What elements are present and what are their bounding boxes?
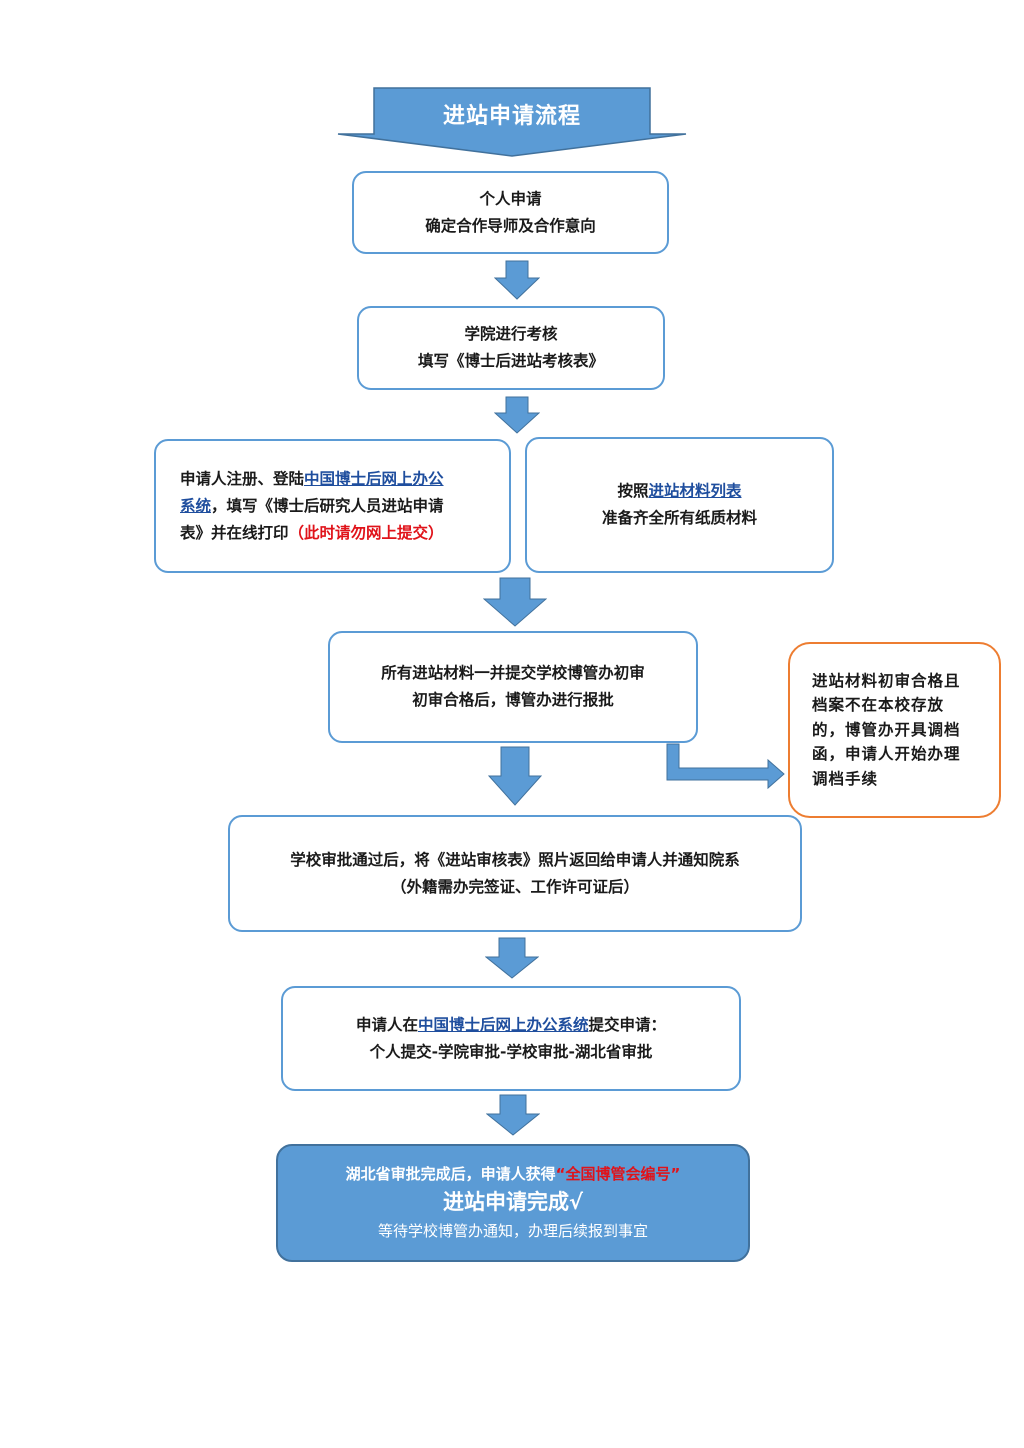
page-title: 进站申请流程 bbox=[442, 104, 581, 129]
step-3b-line-1-text: 按照 bbox=[617, 482, 649, 500]
side-note-line-4: 函，申请人开始办理 bbox=[812, 745, 961, 764]
step-online-submission: 申请人在中国博士后网上办公系统提交申请： 个人提交-学院审批-学校审批-湖北省审… bbox=[281, 986, 741, 1091]
step-school-approval: 学校审批通过后，将《进站审核表》照片返回给申请人并通知院系 （外籍需办完签证、工… bbox=[228, 815, 802, 932]
step-4-line-1: 所有进站材料一并提交学校博管办初审 bbox=[381, 664, 645, 682]
step-personal-application: 个人申请 确定合作导师及合作意向 bbox=[352, 171, 669, 254]
step-online-registration: 申请人注册、登陆中国博士后网上办公 系统，填写《博士后研究人员进站申请 表》并在… bbox=[154, 439, 511, 573]
down-arrow-icon bbox=[485, 937, 539, 979]
materials-list-link[interactable]: 进站材料列表 bbox=[648, 482, 742, 500]
postdoc-system-link-cont[interactable]: 系统 bbox=[180, 496, 212, 515]
step-college-review: 学院进行考核 填写《博士后进站考核表》 bbox=[357, 306, 665, 390]
step-5-line-1: 学校审批通过后，将《进站审核表》照片返回给申请人并通知院系 bbox=[290, 850, 740, 869]
down-arrow-icon bbox=[494, 260, 540, 300]
side-note-line-2: 档案不在本校存放 bbox=[812, 696, 945, 715]
postdoc-system-link[interactable]: 中国博士后网上办公 bbox=[304, 469, 444, 488]
step-1-line-1: 个人申请 bbox=[479, 189, 542, 208]
step-2-line-2: 填写《博士后进站考核表》 bbox=[417, 352, 604, 370]
step-3a-line-3-text: 表》并在线打印 bbox=[180, 523, 289, 542]
side-note-line-1: 进站材料初审合格且 bbox=[812, 671, 961, 690]
step-5-line-2: （外籍需办完签证、工作许可证后） bbox=[390, 877, 639, 896]
final-line-1-text: 湖北省审批完成后，申请人获得 bbox=[345, 1165, 556, 1183]
national-number-highlight: “全国博管会编号” bbox=[555, 1165, 681, 1183]
warning-note: （此时请勿网上提交） bbox=[288, 523, 444, 542]
postdoc-system-link[interactable]: 中国博士后网上办公系统 bbox=[417, 1015, 589, 1034]
down-arrow-icon bbox=[486, 1094, 540, 1136]
step-3b-line-2: 准备齐全所有纸质材料 bbox=[601, 509, 757, 527]
step-6-line-1-post: 提交申请： bbox=[588, 1015, 667, 1034]
step-submit-materials: 所有进站材料一并提交学校博管办初审 初审合格后，博管办进行报批 bbox=[328, 631, 698, 743]
step-3a-line-1-text: 申请人注册、登陆 bbox=[180, 469, 305, 488]
side-note-file-transfer: 进站材料初审合格且 档案不在本校存放 的，博管办开具调档 函，申请人开始办理 调… bbox=[788, 642, 1001, 818]
side-note-line-3: 的，博管办开具调档 bbox=[812, 720, 961, 739]
final-line-3: 等待学校博管办通知，办理后续报到事宜 bbox=[377, 1222, 648, 1240]
step-1-line-2: 确定合作导师及合作意向 bbox=[425, 216, 596, 235]
step-4-line-2: 初审合格后，博管办进行报批 bbox=[412, 691, 614, 709]
step-6-line-2: 个人提交-学院审批-学校审批-湖北省审批 bbox=[369, 1042, 653, 1061]
down-arrow-icon bbox=[483, 577, 547, 627]
final-step-complete: 湖北省审批完成后，申请人获得“全国博管会编号” 进站申请完成√ 等待学校博管办通… bbox=[276, 1144, 750, 1262]
completion-heading: 进站申请完成√ bbox=[442, 1190, 583, 1214]
side-note-line-5: 调档手续 bbox=[812, 769, 879, 788]
down-arrow-icon bbox=[488, 746, 542, 806]
step-3a-line-2-text: ，填写《博士后研究人员进站申请 bbox=[211, 496, 444, 515]
down-arrow-icon bbox=[494, 396, 540, 434]
step-2-line-1: 学院进行考核 bbox=[464, 325, 558, 343]
step-prepare-materials: 按照进站材料列表 准备齐全所有纸质材料 bbox=[525, 437, 834, 573]
title-banner-shape bbox=[337, 87, 687, 157]
step-6-line-1-pre: 申请人在 bbox=[355, 1015, 418, 1034]
bent-arrow-icon bbox=[666, 743, 785, 790]
